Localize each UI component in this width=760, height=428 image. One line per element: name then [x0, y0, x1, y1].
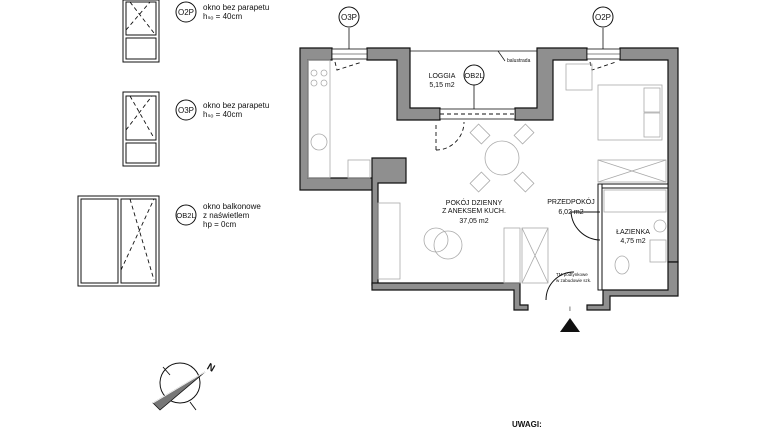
north-label: N — [205, 362, 217, 375]
legend-text: okno balkonowe — [203, 202, 261, 211]
legend-window-ob2l: OB2L okno balkonowe z naświetlem hp = 0c… — [77, 195, 261, 287]
legend-text: okno bez parapetu — [203, 101, 269, 110]
room-living: POKÓJ DZIENNY Z ANEKSEM KUCH. 37,05 m2 — [442, 198, 506, 225]
notes-heading: UWAGI: — [512, 420, 542, 428]
svg-text:TM podtynkowe: TM podtynkowe — [556, 272, 588, 277]
svg-text:O2P: O2P — [595, 13, 611, 22]
legend-text: hₛₒ = 40cm — [203, 12, 242, 21]
svg-text:OB2L: OB2L — [464, 71, 483, 80]
window-tag-ob2l: OB2L — [463, 64, 485, 109]
furniture — [307, 59, 667, 301]
svg-text:ŁAZIENKA: ŁAZIENKA — [616, 229, 650, 236]
svg-text:POKÓJ DZIENNY: POKÓJ DZIENNY — [446, 198, 503, 207]
svg-text:6,02 m2: 6,02 m2 — [558, 209, 583, 216]
plan-windows — [331, 48, 621, 151]
tm-note: TM podtynkowe w zabudowie szk. — [556, 272, 591, 283]
legend-tag: OB2L — [176, 211, 195, 220]
window-tag-o2p: O2P — [592, 6, 614, 49]
legend-tag: O2P — [178, 8, 194, 17]
walls — [299, 47, 679, 311]
legend-text: okno bez parapetu — [203, 3, 269, 12]
svg-text:Z ANEKSEM KUCH.: Z ANEKSEM KUCH. — [442, 208, 506, 215]
legend-text: z naświetlem — [203, 211, 250, 220]
entrance-marker: I — [560, 307, 580, 332]
room-bathroom: ŁAZIENKA 4,75 m2 — [616, 229, 650, 245]
svg-text:37,05 m2: 37,05 m2 — [459, 218, 488, 225]
room-loggia: LOGGIA 5,15 m2 — [429, 73, 456, 89]
svg-text:w zabudowie szk.: w zabudowie szk. — [556, 278, 591, 283]
balustrade-label: balustrada — [507, 58, 531, 64]
window-tag-o3p: O3P — [338, 6, 360, 49]
room-hall: PRZEDPOKÓJ 6,02 m2 — [547, 197, 594, 216]
svg-text:O3P: O3P — [341, 13, 357, 22]
north-arrow-icon: N — [152, 362, 217, 411]
svg-text:5,15 m2: 5,15 m2 — [429, 82, 454, 89]
svg-text:LOGGIA: LOGGIA — [429, 73, 456, 80]
legend-text: hₛₒ = 40cm — [203, 110, 242, 119]
svg-text:PRZEDPOKÓJ: PRZEDPOKÓJ — [547, 197, 594, 206]
svg-text:I: I — [569, 307, 571, 313]
legend-window-o2p: O2P okno bez parapetu hₛₒ = 40cm — [122, 0, 269, 63]
legend-tag: O3P — [178, 106, 194, 115]
legend-window-o3p: O3P okno bez parapetu hₛₒ = 40cm — [122, 91, 269, 167]
legend-text: hp = 0cm — [203, 220, 236, 229]
svg-text:4,75 m2: 4,75 m2 — [620, 238, 645, 245]
